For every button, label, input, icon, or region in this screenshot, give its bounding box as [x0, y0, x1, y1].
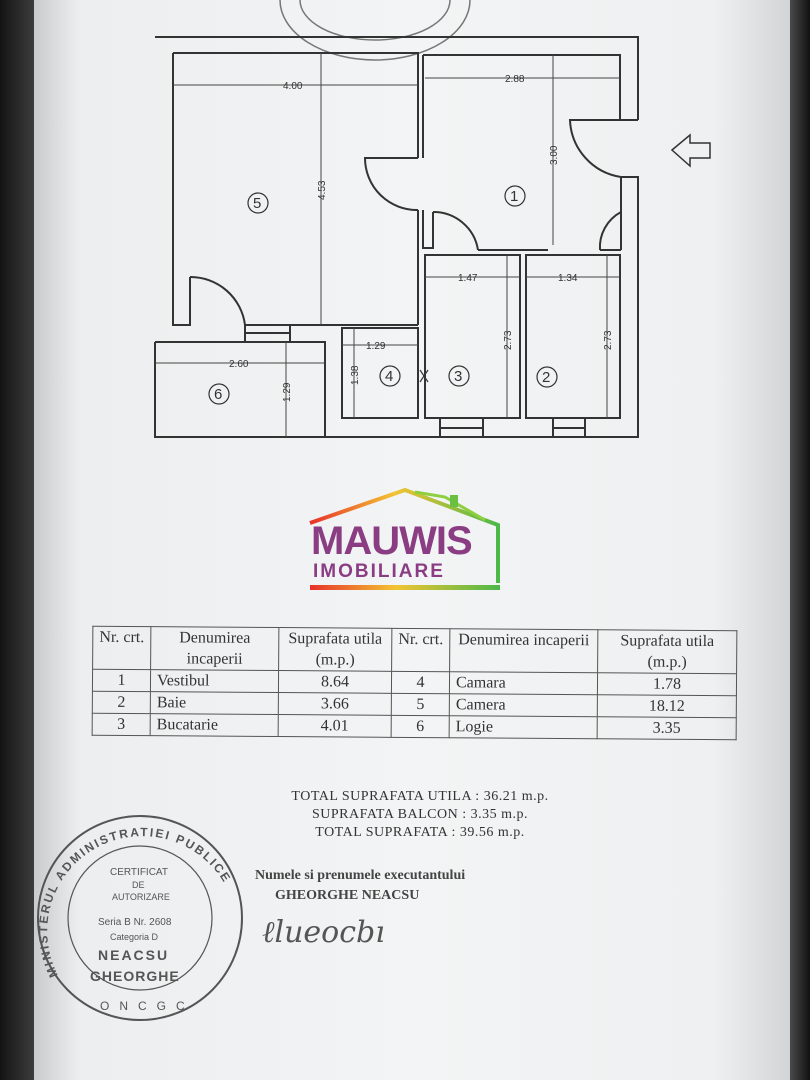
cell: 5	[391, 693, 450, 716]
room-number: 6	[214, 386, 222, 403]
cell: 3.66	[278, 692, 392, 716]
dim-label: 2.73	[603, 330, 614, 350]
cell: 1	[92, 669, 151, 692]
dim-label: 2.73	[503, 330, 514, 350]
header-cell: Nr. crt.	[391, 628, 450, 672]
header-cell: Suprafata utila (m.p.)	[278, 627, 392, 672]
logo-sub-text: IMOBILIARE	[313, 561, 445, 582]
cell: 8.64	[278, 670, 392, 694]
total-balcon: SUPRAFATA BALCON : 3.35 m.p.	[311, 807, 529, 822]
dim-label: 1.29	[282, 382, 293, 402]
cell: 3	[92, 713, 151, 736]
dimension-labels: 4.00 4.53 2.88 3.00 1.47 1.34 2.73 2.73 …	[229, 74, 614, 402]
cell: 18.12	[597, 694, 737, 718]
executant-label: Numele si prenumele executantului	[255, 868, 466, 883]
header-cell: Denumirea incaperii	[150, 626, 279, 671]
cell: Baie	[150, 691, 279, 715]
rooms-table: Nr. crt. Denumirea incaperii Suprafata u…	[92, 626, 738, 741]
cell: Camera	[449, 693, 598, 717]
room-number: 3	[454, 368, 462, 385]
signature: ℓlueocbı	[262, 915, 385, 950]
cell: Camara	[449, 671, 598, 695]
entrance-arrow-icon	[670, 133, 711, 168]
room-number: 2	[542, 369, 550, 386]
document-page	[34, 0, 790, 1080]
dim-label: 3.00	[549, 145, 560, 165]
house-roof-icon	[309, 487, 500, 590]
dim-label: 1.38	[350, 365, 361, 385]
stamp-line: Categoria D	[110, 932, 159, 942]
cell: 6	[391, 715, 450, 738]
stamp-line: Seria B Nr. 2608	[98, 917, 172, 928]
header-cell: Denumirea incaperii	[449, 628, 598, 673]
cell: 2	[92, 691, 151, 714]
room-numbers	[208, 185, 558, 405]
stamp-line: NEACSU	[98, 947, 169, 963]
stamp-line: GHEORGHE	[90, 968, 180, 984]
official-stamp	[37, 815, 243, 1021]
dimension-lines	[155, 53, 620, 437]
table-header-row: Nr. crt. Denumirea incaperii Suprafata u…	[92, 626, 737, 674]
logo-main-text: MAUWIS	[311, 519, 473, 563]
photo-edge-left	[0, 0, 34, 1080]
stamp-bottom: ONCGC	[100, 999, 195, 1013]
dim-label: 1.34	[558, 273, 578, 284]
cell: Bucatarie	[150, 713, 279, 737]
totals: TOTAL SUPRAFATA UTILA : 36.21 m.p. SUPRA…	[200, 788, 640, 842]
company-logo: MAUWIS IMOBILIARE	[305, 485, 505, 595]
photo-edge-right	[790, 0, 810, 1080]
cell: 4	[391, 671, 450, 694]
dim-label: 2.60	[229, 359, 249, 370]
cell: 4.01	[278, 714, 392, 738]
dim-label: 4.53	[317, 180, 328, 200]
stamp-text: CERTIFICAT DE AUTORIZARE Seria B Nr. 260…	[36, 825, 232, 1013]
cell: 1.78	[597, 672, 737, 696]
total-utila: TOTAL SUPRAFATA UTILA : 36.21 m.p.	[291, 789, 549, 804]
stamp-line: AUTORIZARE	[112, 892, 170, 902]
executant-block: Numele si prenumele executantului GHEORG…	[255, 866, 465, 906]
room-number: 5	[253, 195, 261, 212]
stamp-line: CERTIFICAT	[110, 867, 168, 878]
stamp-line: DE	[132, 880, 145, 890]
executant-name: GHEORGHE NEACSU	[275, 888, 420, 903]
dim-label: 2.88	[505, 74, 525, 85]
header-cell: Nr. crt.	[92, 626, 151, 670]
header-cell: Suprafata utila (m.p.)	[597, 629, 737, 674]
walls	[154, 36, 639, 438]
dim-label: 4.00	[283, 81, 303, 92]
dim-label: 1.29	[366, 341, 386, 352]
dim-label: 1.47	[458, 273, 478, 284]
cell: 3.35	[597, 716, 737, 740]
room-number: 1	[510, 188, 518, 205]
top-stamp	[279, 0, 471, 61]
cell: Vestibul	[150, 669, 279, 693]
total-suprafata: TOTAL SUPRAFATA : 39.56 m.p.	[315, 825, 525, 840]
room-number: 4	[385, 368, 393, 385]
cell: Logie	[449, 715, 598, 739]
